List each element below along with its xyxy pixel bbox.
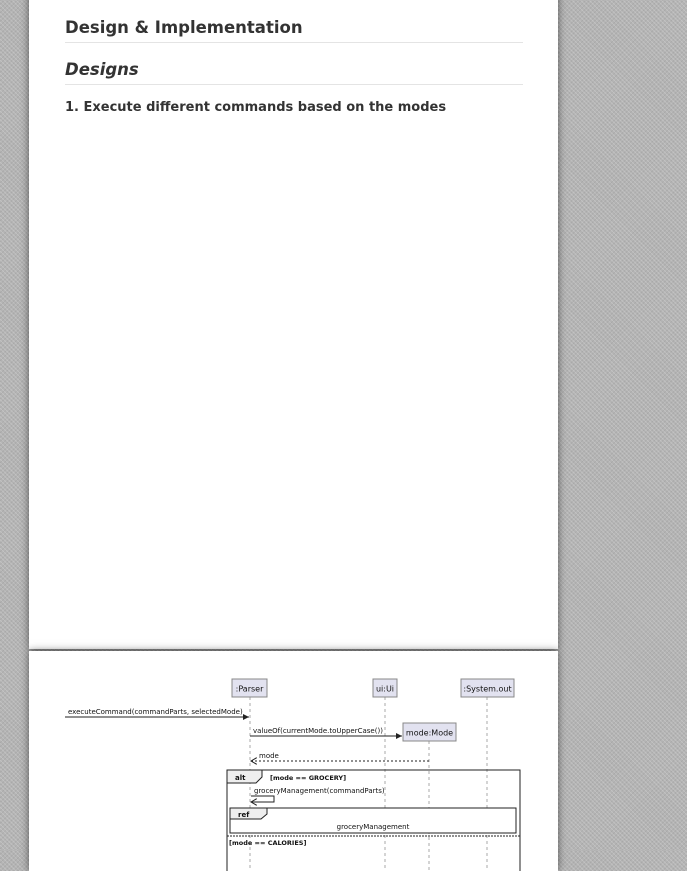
section-heading: 1. Execute different commands based on t…	[65, 100, 446, 115]
guard-grocery: [mode == GROCERY]	[270, 774, 346, 782]
document-page-2: :Parser ui:Ui :System.out mode:Mode exec…	[29, 651, 558, 871]
heading-design-implementation: Design & Implementation	[65, 18, 523, 43]
guard-calories: [mode == CALORIES]	[229, 839, 306, 847]
participant-parser-label: :Parser	[236, 685, 264, 694]
section-number: 1.	[65, 100, 79, 115]
ref-text: groceryManagement	[337, 823, 410, 831]
participant-mode-label: mode:Mode	[406, 729, 453, 738]
participant-system-out: :System.out	[460, 678, 515, 698]
grocery-management-label: groceryManagement(commandParts)	[254, 787, 385, 795]
participant-system-out-label: :System.out	[463, 685, 511, 694]
ref-label: ref	[238, 811, 250, 819]
participant-parser: :Parser	[231, 678, 268, 698]
participant-mode: mode:Mode	[402, 722, 457, 742]
participant-ui: ui:Ui	[372, 678, 398, 698]
document-page-1: Design & Implementation Designs 1. Execu…	[29, 0, 558, 649]
alt-label: alt	[235, 774, 246, 782]
sequence-diagram: :Parser ui:Ui :System.out mode:Mode exec…	[65, 678, 521, 871]
grocery-management-self-arrow	[251, 795, 275, 802]
execute-command-label: executeCommand(commandParts, selectedMod…	[68, 708, 243, 716]
section-title: Execute different commands based on the …	[83, 100, 447, 115]
value-of-label: valueOf(currentMode.toUpperCase())	[253, 727, 383, 735]
ref-fragment	[229, 807, 517, 834]
alt-fragment: alt [mode == GROCERY] groceryManagement(…	[226, 769, 521, 871]
participant-ui-label: ui:Ui	[376, 685, 394, 694]
subheading-designs: Designs	[65, 60, 523, 85]
mode-return-label: mode	[259, 752, 279, 760]
